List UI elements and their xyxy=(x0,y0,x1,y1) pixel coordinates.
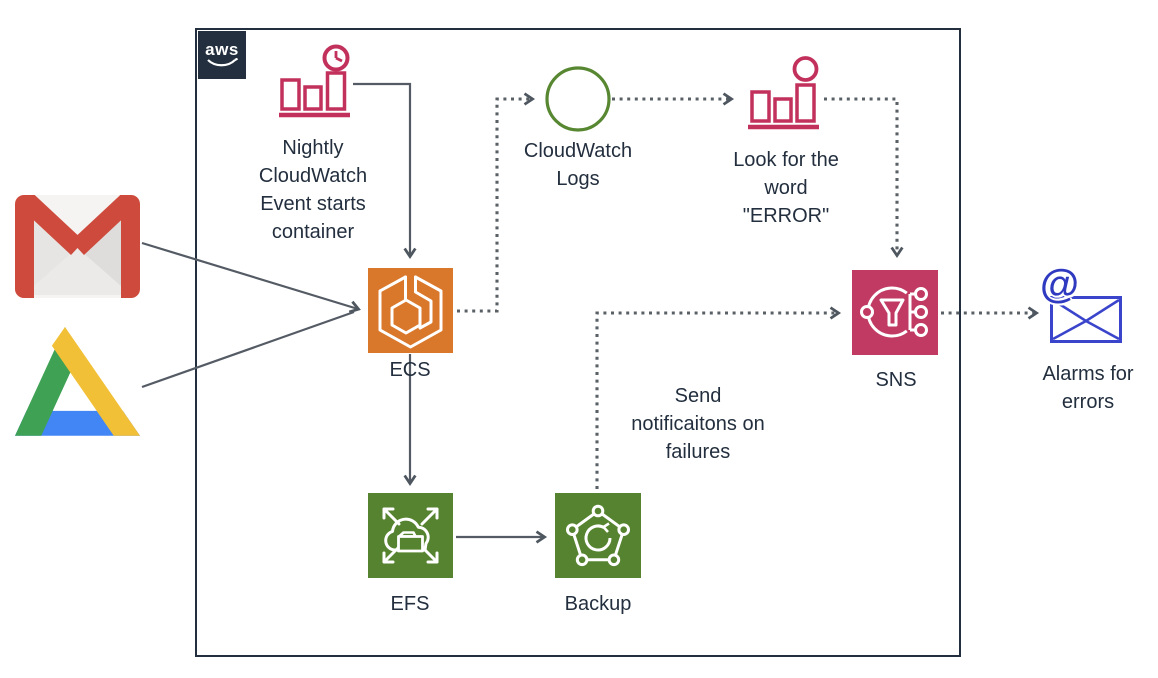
cloudwatch-logs-label: CloudWatch Logs xyxy=(523,140,633,190)
gmail-icon xyxy=(15,195,140,298)
ecs-label: ECS xyxy=(389,359,431,381)
cloudwatch-alarm-icon xyxy=(748,56,819,130)
cloudwatch-logs-circle-icon xyxy=(545,66,611,132)
node-sns xyxy=(852,270,938,355)
look-for-error-label: Look for the word "ERROR" xyxy=(733,149,839,227)
send-notifications-label: Send notificaitons on failures xyxy=(631,385,765,463)
sns-label: SNS xyxy=(875,369,917,391)
google-drive-icon xyxy=(15,327,140,436)
ecs-container-icon xyxy=(378,275,443,349)
aws-logo-text: aws xyxy=(205,39,239,59)
cloudwatch-event-label: Nightly CloudWatch Event starts containe… xyxy=(258,137,368,243)
aws-logo: aws xyxy=(198,31,246,79)
backup-label: Backup xyxy=(564,593,632,615)
cloudwatch-event-icon xyxy=(279,44,350,118)
node-efs xyxy=(368,493,453,578)
backup-icon xyxy=(565,504,630,567)
efs-icon xyxy=(382,507,439,564)
efs-label: EFS xyxy=(390,593,430,615)
node-ecs xyxy=(368,268,453,353)
at-symbol-icon: @ xyxy=(1040,262,1080,306)
node-backup xyxy=(555,493,641,578)
email-envelope-icon xyxy=(1050,296,1122,343)
sns-icon xyxy=(860,286,928,338)
aws-smile-icon xyxy=(207,57,239,66)
alarms-label: Alarms for errors xyxy=(1042,363,1134,413)
